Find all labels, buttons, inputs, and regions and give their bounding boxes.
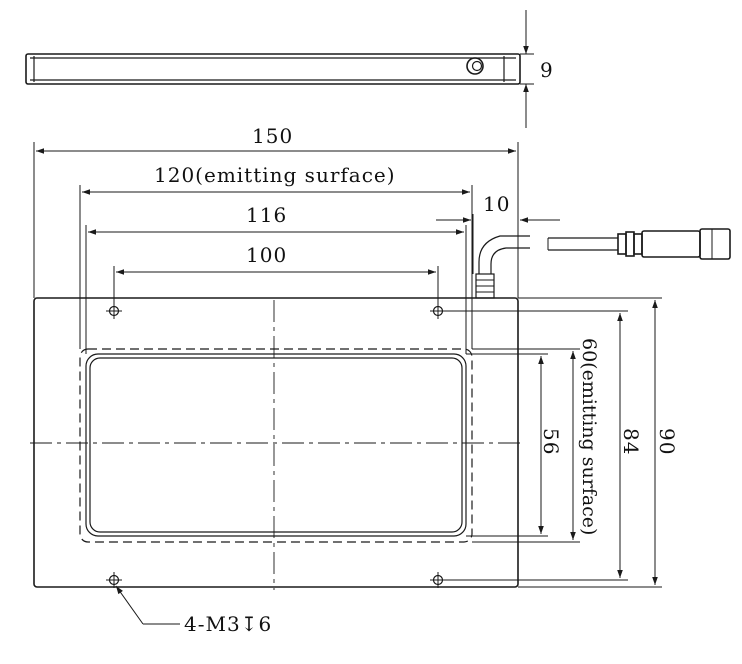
cable-connector — [547, 228, 731, 260]
side-view-body — [25, 53, 521, 85]
dim-hole-spacing-x: 100 — [113, 243, 439, 303]
connector-head — [699, 228, 731, 260]
window-outline-outer — [85, 353, 467, 537]
front-view — [30, 228, 731, 590]
cable-bend-outer — [478, 235, 530, 274]
dim-emitting-width-label: 120(emitting surface) — [154, 163, 396, 187]
thickness-dimension: 9 — [520, 10, 554, 128]
cable-gland-inner — [471, 60, 483, 72]
dim-window-height: 56 — [466, 353, 563, 537]
dim-cable-offset: 10 — [436, 192, 560, 296]
dim-emitting-width: 120(emitting surface) — [79, 163, 473, 349]
cable-exit — [475, 235, 530, 299]
dim-window-width: 116 — [85, 203, 467, 354]
panel-outline — [33, 297, 519, 588]
mounting-hole — [106, 572, 122, 588]
cable-gland-icon — [466, 57, 484, 75]
dim-overall-height-label: 90 — [655, 428, 679, 455]
connector-body — [641, 230, 701, 258]
cable-bend-inner — [490, 247, 530, 274]
connector-ring — [625, 231, 635, 257]
dim-cable-offset-label: 10 — [483, 192, 510, 216]
dim-hole-spacing-x-label: 100 — [246, 243, 287, 267]
dim-hole-spacing-y: 84 — [442, 310, 643, 581]
dim-emitting-height: 60(emitting surface) — [472, 338, 600, 543]
dim-overall-width: 150 — [33, 124, 519, 298]
mounting-hole — [106, 303, 122, 319]
window-outline-inner — [89, 357, 463, 533]
dim-thickness-label: 9 — [540, 58, 554, 82]
dim-hole-spacing-y-label: 84 — [619, 428, 643, 455]
emitting-surface-outline — [79, 348, 473, 543]
dim-overall-width-label: 150 — [252, 124, 293, 148]
dim-emitting-height-label: 60(emitting surface) — [578, 338, 600, 535]
dim-window-height-label: 56 — [539, 428, 563, 455]
mounting-hole-callout: 4-M3↧6 — [115, 585, 272, 636]
connector-ring — [633, 233, 643, 255]
connector-ring — [617, 233, 627, 255]
mounting-hole-callout-label: 4-M3↧6 — [184, 612, 272, 636]
dim-overall-height: 90 — [518, 297, 679, 588]
side-view — [25, 53, 521, 85]
dim-window-width-label: 116 — [246, 203, 287, 227]
